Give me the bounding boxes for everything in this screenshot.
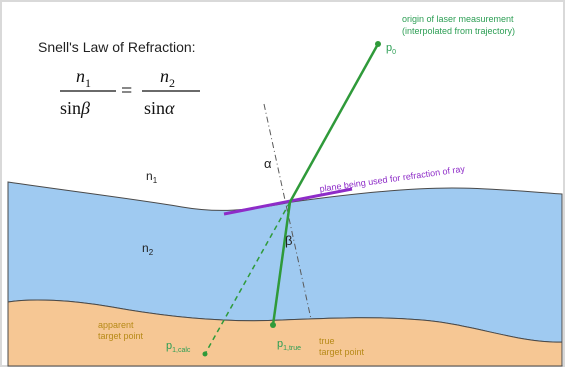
p1-true-point [270, 322, 276, 328]
formula-right-numerator: n2 [160, 66, 175, 90]
formula-left-numerator: n1 [76, 66, 91, 90]
medium-n2-label: n2 [142, 241, 154, 257]
snell-formula: n1 sinβ = n2 sinα [60, 66, 200, 118]
apparent-label-line1: apparent [98, 320, 134, 330]
incident-ray [288, 43, 380, 203]
refraction-plane [223, 187, 353, 216]
unrefracted-extension [204, 201, 291, 355]
formula-right-denominator: sinα [144, 98, 175, 118]
p1-true-label: p1,true [277, 338, 301, 352]
origin-label-line2: (interpolated from trajectory) [402, 26, 515, 36]
angle-beta-label: β [285, 233, 292, 248]
p0-point [375, 41, 381, 47]
formula-equals: = [121, 80, 132, 102]
ground-region [7, 299, 563, 367]
medium-n1-label: n1 [146, 169, 158, 185]
formula-left-denominator: sinβ [60, 98, 90, 118]
title: Snell's Law of Refraction: [38, 39, 196, 55]
surface-normal-line [263, 103, 312, 320]
apparent-label-line2: target point [98, 331, 144, 341]
origin-label-line1: origin of laser measurement [402, 14, 514, 24]
true-label-line2: target point [319, 347, 365, 357]
angle-alpha-label: α [264, 156, 272, 171]
refracted-ray [271, 201, 292, 326]
true-label-line1: true [319, 336, 335, 346]
p1-calc-point [202, 351, 208, 357]
p1-calc-label: p1,calc [166, 340, 191, 354]
p0-label: p0 [386, 42, 396, 56]
